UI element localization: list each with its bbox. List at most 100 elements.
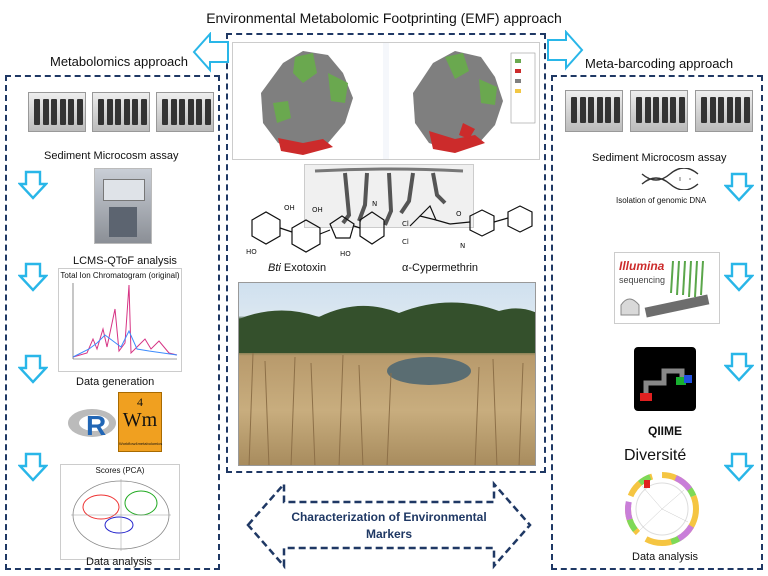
vial — [132, 99, 138, 125]
lcms-instrument-photo — [94, 168, 152, 244]
vial — [98, 99, 104, 125]
europe-maps-panel — [232, 42, 540, 160]
bottom-label-line2: Markers — [365, 527, 413, 541]
left-step-lcms: LCMS-QToF analysis — [73, 255, 177, 267]
dna-icon — [641, 168, 699, 190]
central-frame — [226, 33, 546, 473]
svg-text:N: N — [372, 200, 377, 208]
r-logo-ring — [68, 409, 116, 437]
bottom-double-arrow — [246, 480, 532, 570]
bti-exotoxin-label: Bti Exotoxin — [268, 262, 327, 274]
w4m-logo: 4 Wm Workflow4metabolomics — [118, 392, 162, 452]
vial — [701, 97, 707, 123]
illumina-brand: Illumina — [619, 259, 665, 273]
larvae-graphic — [314, 167, 464, 226]
vial — [653, 97, 659, 123]
left-microcosm-photo-2 — [92, 92, 150, 132]
vial — [613, 97, 620, 123]
vial — [170, 99, 177, 125]
left-big-arrow — [192, 32, 229, 73]
bottom-label-line1: Characterization of Environmental — [291, 510, 487, 524]
left-frame — [5, 75, 220, 570]
right-step-data-analysis: Data analysis — [632, 551, 699, 563]
r-logo-letter: R — [86, 410, 107, 441]
vial — [162, 99, 168, 125]
vial — [678, 97, 685, 123]
vial — [68, 99, 74, 125]
svg-text:Cl: Cl — [402, 220, 409, 228]
bti-exotoxin-structure: HO OH OH HO N — [246, 200, 385, 258]
illumina-sequencing: sequencing — [619, 275, 666, 285]
svg-text:Cl: Cl — [402, 238, 409, 246]
vial — [661, 97, 668, 123]
vial — [718, 97, 724, 123]
svg-text:OH: OH — [284, 204, 295, 212]
r-logo: R — [66, 406, 118, 442]
diversity-circular-plot — [625, 472, 699, 546]
right-big-arrow — [547, 30, 584, 71]
left-chevron-3 — [18, 354, 48, 384]
vial — [106, 99, 113, 125]
right-step-microcosm: Sediment Microcosm assay — [592, 152, 727, 164]
qiime-logo — [634, 347, 696, 411]
left-heading: Metabolomics approach — [50, 54, 189, 69]
vial — [743, 97, 750, 123]
right-microcosm-photo-1 — [565, 90, 623, 132]
vial — [76, 99, 83, 125]
vial — [605, 97, 611, 123]
qiime-tree-icon — [640, 368, 692, 401]
vial — [179, 99, 185, 125]
vial — [670, 97, 676, 123]
chromatogram-graphic — [72, 283, 178, 360]
right-microcosm-photo-3 — [695, 90, 753, 132]
wetland-graphic — [239, 302, 535, 465]
diagram-title: Environmental Metabolomic Footprinting (… — [206, 10, 562, 26]
cypermethrin-label: α-Cypermethrin — [402, 262, 479, 274]
vial — [51, 99, 57, 125]
pca-graphic — [71, 479, 171, 551]
vial — [204, 99, 211, 125]
w4m-number: 4 — [137, 395, 143, 409]
vial — [187, 99, 194, 125]
illumina-graphic — [620, 260, 710, 318]
svg-text:N: N — [460, 242, 465, 250]
vial — [726, 97, 733, 123]
svg-text:HO: HO — [246, 248, 257, 256]
svg-text:OH: OH — [312, 206, 323, 214]
w4m-text: Wm — [122, 409, 158, 431]
chromatogram-title: Total Ion Chromatogram (original) — [60, 271, 180, 280]
vial — [42, 99, 49, 125]
vial — [709, 97, 716, 123]
right-chevron-4 — [724, 452, 754, 482]
vial — [140, 99, 147, 125]
left-step-microcosm: Sediment Microcosm assay — [44, 150, 179, 162]
left-chevron-4 — [18, 452, 48, 482]
right-chevron-1 — [724, 172, 754, 202]
chromatogram-chart: Total Ion Chromatogram (original) — [58, 268, 182, 372]
qiime-label: QIIME — [648, 424, 683, 438]
illumina-sequencing-image: Illumina sequencing — [614, 252, 720, 324]
vial — [644, 97, 651, 123]
svg-text:HO: HO — [340, 250, 351, 258]
left-step-data-analysis: Data analysis — [86, 556, 153, 568]
vial — [196, 99, 202, 125]
left-chevron-2 — [18, 262, 48, 292]
vial — [123, 99, 130, 125]
w4m-caption: Workflow4metabolomics — [119, 441, 163, 446]
right-frame — [551, 75, 763, 570]
diversite-label: Diversité — [624, 447, 687, 464]
left-step-data-generation: Data generation — [76, 376, 155, 388]
pca-plot: Scores (PCA) — [60, 464, 180, 560]
right-heading: Meta-barcoding approach — [585, 56, 734, 71]
right-microcosm-photo-2 — [630, 90, 688, 132]
left-microcosm-photo-1 — [28, 92, 86, 132]
europe-maps-graphic — [233, 43, 539, 159]
right-step-isolation: Isolation of genomic DNA — [616, 196, 707, 205]
wetland-photo — [238, 282, 536, 466]
vial — [735, 97, 741, 123]
larvae-photo — [304, 164, 474, 228]
vial — [579, 97, 586, 123]
svg-text:O: O — [456, 210, 462, 218]
right-chevron-2 — [724, 262, 754, 292]
